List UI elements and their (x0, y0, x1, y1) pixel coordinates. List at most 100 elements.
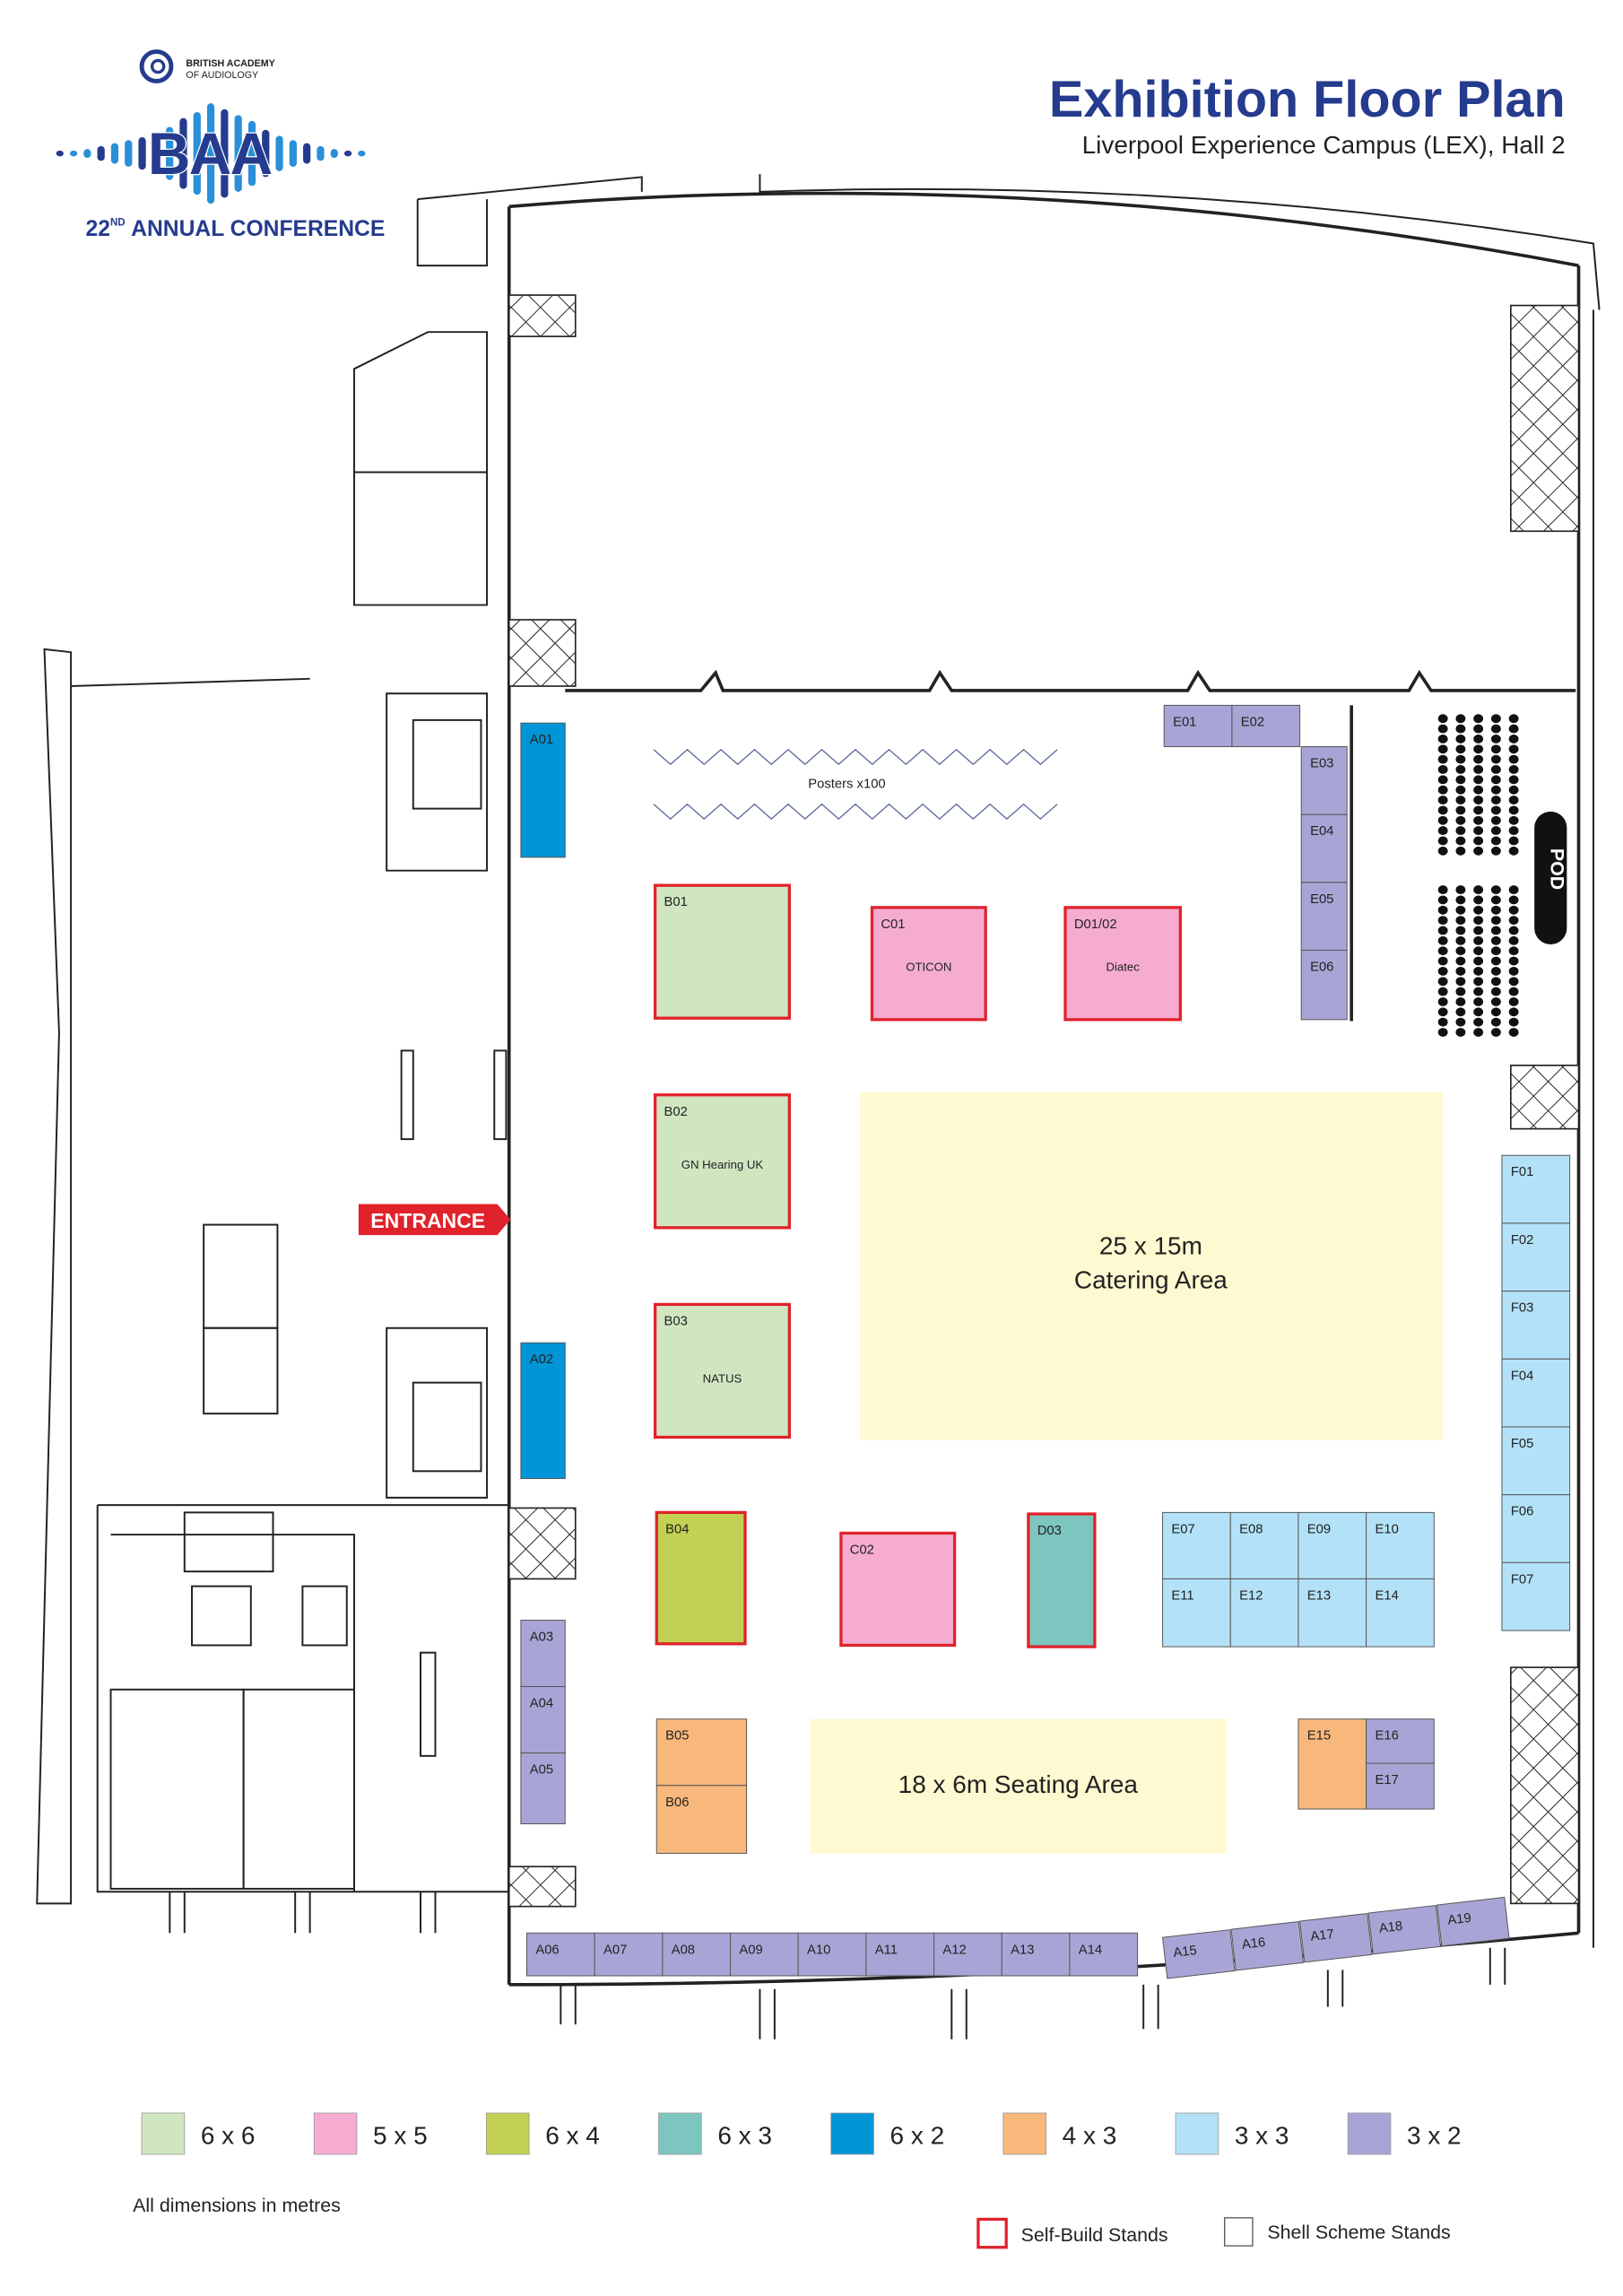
stand-D03[interactable]: D03 (1027, 1512, 1097, 1648)
stand-E11[interactable]: E11 (1162, 1578, 1231, 1648)
stand-F01[interactable]: F01 (1501, 1154, 1571, 1224)
seat (1490, 987, 1501, 996)
seat (1490, 796, 1501, 804)
stand-E01[interactable]: E01 (1163, 704, 1233, 747)
stand-F03[interactable]: F03 (1501, 1291, 1571, 1360)
seat (1473, 1007, 1484, 1017)
stand-number: A12 (942, 1943, 966, 1957)
seat (1437, 997, 1448, 1006)
seat (1473, 1017, 1484, 1027)
seat (1490, 1017, 1501, 1027)
seat (1455, 916, 1466, 926)
stand-A03[interactable]: A03 (520, 1619, 566, 1688)
stand-F02[interactable]: F02 (1501, 1222, 1571, 1292)
posters-area: Posters x100 (653, 748, 1058, 820)
stand-A11[interactable]: A11 (865, 1932, 935, 1977)
seat (1473, 796, 1484, 804)
stand-A08[interactable]: A08 (662, 1932, 732, 1977)
stand-A09[interactable]: A09 (730, 1932, 799, 1977)
seat (1455, 1007, 1466, 1017)
stand-A13[interactable]: A13 (1001, 1932, 1071, 1977)
stand-E16[interactable]: E16 (1366, 1718, 1435, 1764)
stand-A10[interactable]: A10 (797, 1932, 867, 1977)
stand-F04[interactable]: F04 (1501, 1358, 1571, 1428)
stand-E14[interactable]: E14 (1366, 1578, 1435, 1648)
stand-A16[interactable]: A16 (1230, 1921, 1305, 1971)
seat (1508, 905, 1519, 915)
stand-E05[interactable]: E05 (1300, 882, 1348, 952)
stand-F06[interactable]: F06 (1501, 1494, 1571, 1563)
stand-E17[interactable]: E17 (1366, 1762, 1435, 1810)
seat (1437, 846, 1448, 856)
seat (1473, 895, 1484, 905)
stand-number: E02 (1241, 715, 1264, 729)
stand-B01[interactable]: B01 (653, 883, 791, 1020)
seat (1508, 735, 1519, 744)
seat (1455, 956, 1466, 966)
stand-A06[interactable]: A06 (525, 1932, 595, 1977)
stand-box (865, 1932, 935, 1977)
stand-A19[interactable]: A19 (1436, 1896, 1510, 1947)
self-build-label: Self-Build Stands (1021, 2224, 1168, 2246)
stand-number: E08 (1239, 1522, 1263, 1536)
stand-A14[interactable]: A14 (1069, 1932, 1139, 1977)
stand-box (1300, 950, 1348, 1021)
seat (1473, 846, 1484, 856)
stand-number: B03 (664, 1314, 687, 1328)
seat (1473, 724, 1484, 734)
stand-E08[interactable]: E08 (1229, 1511, 1299, 1579)
seat (1473, 805, 1484, 815)
stand-E15[interactable]: E15 (1298, 1718, 1367, 1810)
seat (1437, 826, 1448, 836)
wave-bar (138, 137, 146, 170)
stand-E13[interactable]: E13 (1298, 1578, 1367, 1648)
stand-A18[interactable]: A18 (1367, 1904, 1442, 1955)
stand-E02[interactable]: E02 (1231, 704, 1301, 747)
legend-item-6x4: 6 x 4 (485, 2112, 600, 2155)
seat (1437, 714, 1448, 724)
stand-E06[interactable]: E06 (1300, 950, 1348, 1021)
wave-bar (262, 129, 270, 178)
stand-box (1300, 813, 1348, 883)
stand-B05[interactable]: B05 (655, 1718, 748, 1787)
legend-item-6x2: 6 x 2 (830, 2112, 945, 2155)
legend-swatch (1347, 2112, 1392, 2155)
stand-E10[interactable]: E10 (1366, 1511, 1435, 1579)
stand-number: E17 (1375, 1773, 1398, 1787)
stand-C02[interactable]: C02 (839, 1531, 957, 1648)
seat (1437, 796, 1448, 804)
stand-A01[interactable]: A01 (520, 722, 566, 858)
stand-box (655, 1718, 748, 1787)
stand-A05[interactable]: A05 (520, 1752, 566, 1825)
stand-E09[interactable]: E09 (1298, 1511, 1367, 1579)
stand-A12[interactable]: A12 (933, 1932, 1002, 1977)
stand-E07[interactable]: E07 (1162, 1511, 1231, 1579)
stand-F05[interactable]: F05 (1501, 1426, 1571, 1496)
stand-E04[interactable]: E04 (1300, 813, 1348, 883)
seat (1455, 815, 1466, 825)
stand-A07[interactable]: A07 (594, 1932, 664, 1977)
stand-E12[interactable]: E12 (1229, 1578, 1299, 1648)
seat (1437, 966, 1448, 976)
stand-F07[interactable]: F07 (1501, 1561, 1571, 1631)
stand-A17[interactable]: A17 (1299, 1912, 1373, 1963)
seat (1455, 935, 1466, 945)
stand-B04[interactable]: B04 (655, 1510, 747, 1646)
seat (1508, 987, 1519, 996)
stand-A15[interactable]: A15 (1162, 1929, 1236, 1979)
stand-B06[interactable]: B06 (655, 1785, 748, 1854)
stand-A04[interactable]: A04 (520, 1686, 566, 1754)
seat (1473, 987, 1484, 996)
seat (1473, 826, 1484, 836)
stand-A02[interactable]: A02 (520, 1342, 566, 1480)
legend-label: 6 x 2 (890, 2122, 945, 2150)
dimensions-note: All dimensions in metres (133, 2195, 341, 2216)
seat (1455, 836, 1466, 846)
stand-E03[interactable]: E03 (1300, 746, 1348, 815)
